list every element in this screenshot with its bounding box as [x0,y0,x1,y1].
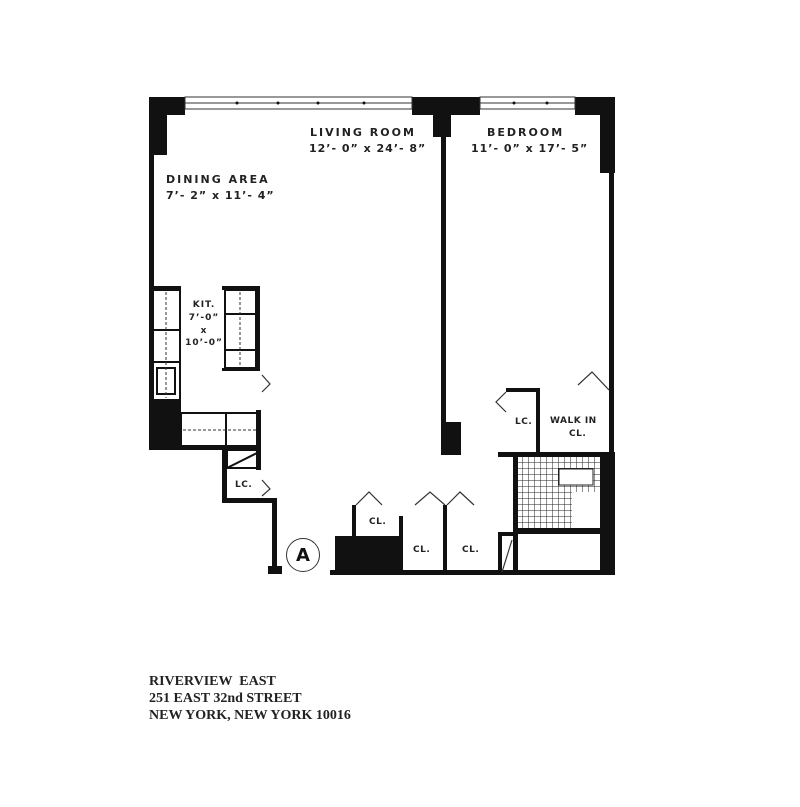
walk-in-closet-label-line1: WALK IN [550,416,597,426]
closet-right-label: CL. [462,545,480,555]
kitchen-dim-line1: 7’-0” [188,313,220,323]
address-block: RIVERVIEW EAST 251 EAST 32nd STREET NEW … [149,673,351,724]
bedroom-dimensions: 11’- 0” x 17’- 5” [471,142,589,155]
address-building-name: RIVERVIEW EAST [149,674,276,689]
kitchen-label: KIT. [192,300,216,310]
address-city: NEW YORK, NEW YORK 10016 [149,708,351,723]
address-street: 251 EAST 32nd STREET [149,691,302,706]
kitchen-dim-line3: 10’-0” [185,338,223,348]
living-room-dimensions: 12’- 0” x 24’- 8” [309,142,427,155]
linen-closet-bedroom-label: LC. [515,417,533,427]
closet-mid-label: CL. [413,545,431,555]
entry-closet-label: CL. [369,517,387,527]
dining-area-dimensions: 7’- 2” x 11’- 4” [166,189,275,202]
unit-marker: A [286,538,320,572]
linen-closet-kitchen-label: LC. [235,480,253,490]
bedroom-label: BEDROOM [487,126,565,139]
dining-area-label: DINING AREA [166,173,270,186]
kitchen-dim-line2: x [200,326,208,336]
living-room-label: LIVING ROOM [310,126,416,139]
walk-in-closet-label-line2: CL. [569,429,587,439]
